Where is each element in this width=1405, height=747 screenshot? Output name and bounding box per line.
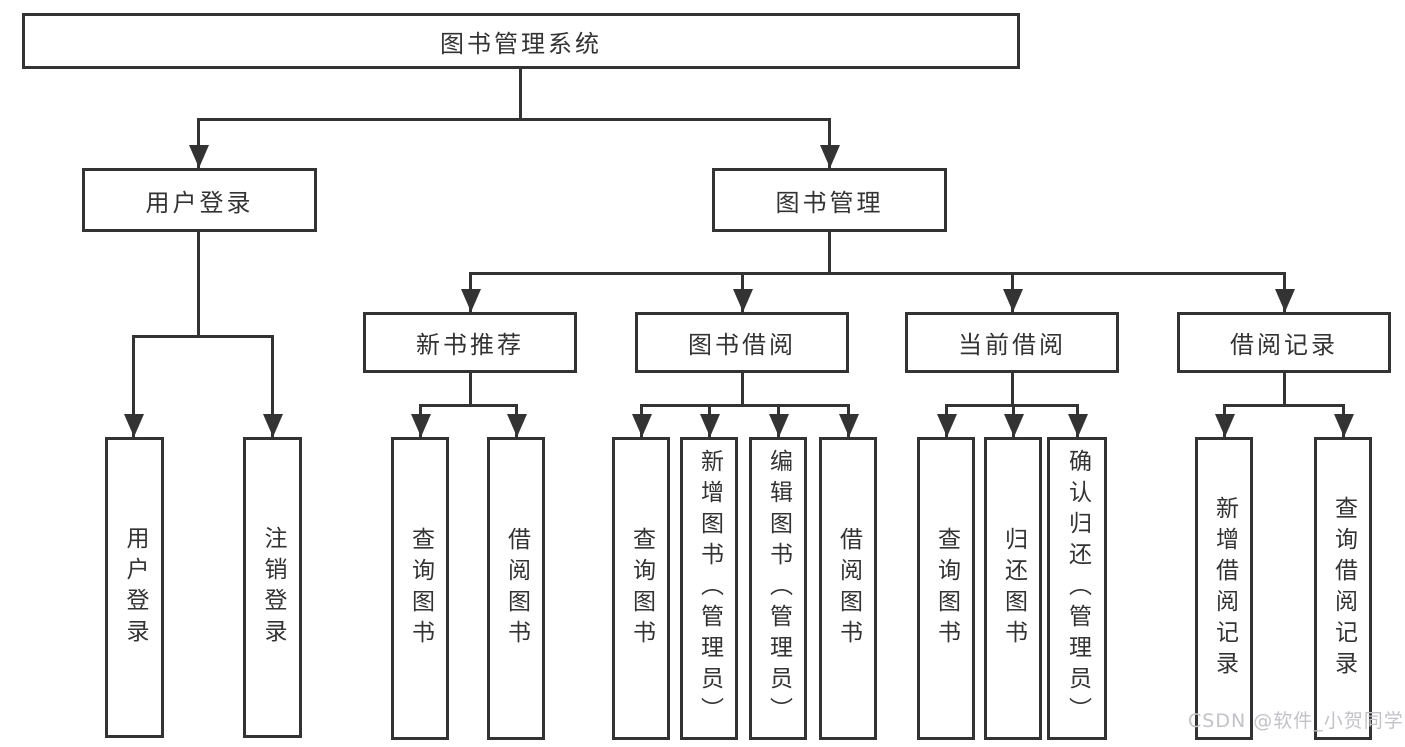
leaf-bb-add-books-admin: 新增图书（管理员）: [680, 437, 738, 740]
node-book-borrow: 图书借阅: [635, 312, 849, 373]
leaf-br-add-record: 新增借阅记录: [1195, 437, 1253, 740]
connector-vline: [469, 373, 472, 404]
node-new-book-recommend: 新书推荐: [363, 312, 577, 373]
connector-arrow: [741, 272, 744, 312]
node-borrow-records-label: 借阅记录: [1230, 331, 1338, 359]
leaf-cb-return-books: 归还图书: [984, 437, 1042, 740]
connector-arrow: [1076, 404, 1079, 437]
leaf-nb-borrow-books-label: 借阅图书: [503, 526, 530, 651]
leaf-br-query-record-label: 查询借阅记录: [1330, 495, 1357, 682]
connector-arrow: [1342, 404, 1345, 437]
connector-arrow: [1283, 272, 1286, 312]
connector-arrow: [469, 272, 472, 312]
leaf-nb-borrow-books: 借阅图书: [487, 437, 545, 740]
leaf-bb-borrow-books: 借阅图书: [819, 437, 877, 740]
connector-hline: [197, 118, 831, 121]
connector-arrow: [1012, 404, 1015, 437]
connector-arrow: [271, 335, 274, 437]
connector-vline: [197, 232, 200, 335]
leaf-bb-edit-books-admin-label: 编辑图书（管理员）: [765, 449, 792, 728]
node-current-borrow: 当前借阅: [905, 312, 1119, 373]
node-root-label: 图书管理系统: [440, 29, 602, 58]
leaf-cb-confirm-return-admin-label: 确认归还（管理员）: [1064, 449, 1091, 728]
node-current-borrow-label: 当前借阅: [958, 331, 1066, 359]
connector-arrow: [945, 404, 948, 437]
leaf-bb-query-books: 查询图书: [612, 437, 670, 740]
leaf-br-add-record-label: 新增借阅记录: [1211, 495, 1238, 682]
leaf-br-query-record: 查询借阅记录: [1314, 437, 1372, 740]
node-root: 图书管理系统: [22, 13, 1020, 69]
node-new-book-recommend-label: 新书推荐: [416, 331, 524, 359]
leaf-logout-label: 注销登录: [260, 525, 286, 650]
connector-arrow: [1223, 404, 1226, 437]
connector-arrow: [197, 118, 200, 168]
leaf-nb-query-books: 查询图书: [391, 437, 449, 740]
leaf-bb-query-books-label: 查询图书: [628, 526, 655, 651]
connector-hline: [640, 404, 849, 407]
connector-vline: [519, 69, 522, 118]
leaf-bb-add-books-admin-label: 新增图书（管理员）: [696, 449, 723, 728]
connector-vline: [1011, 373, 1014, 404]
leaf-cb-query-books: 查询图书: [917, 437, 975, 740]
node-user-login-label: 用户登录: [145, 188, 254, 217]
connector-hline: [469, 272, 1286, 275]
leaf-nb-query-books-label: 查询图书: [407, 526, 434, 651]
connector-arrow: [777, 404, 780, 437]
node-user-login: 用户登录: [82, 168, 317, 232]
connector-arrow: [847, 404, 850, 437]
connector-vline: [741, 373, 744, 404]
leaf-cb-confirm-return-admin: 确认归还（管理员）: [1047, 437, 1107, 740]
connector-arrow: [708, 404, 711, 437]
connector-arrow: [132, 335, 135, 437]
connector-hline: [132, 335, 274, 338]
connector-vline: [1283, 373, 1286, 404]
connector-vline: [828, 232, 831, 272]
node-borrow-records: 借阅记录: [1177, 312, 1391, 373]
connector-arrow: [1011, 272, 1014, 312]
connector-arrow: [515, 404, 518, 437]
leaf-logout: 注销登录: [243, 437, 302, 738]
leaf-bb-edit-books-admin: 编辑图书（管理员）: [749, 437, 807, 740]
node-book-management-label: 图书管理: [775, 188, 884, 217]
node-book-borrow-label: 图书借阅: [688, 331, 796, 359]
connector-hline: [419, 404, 518, 407]
connector-hline: [1223, 404, 1345, 407]
csdn-watermark: CSDN @软件_小贺同学: [1188, 710, 1404, 732]
leaf-user-login: 用户登录: [105, 437, 164, 738]
connector-arrow: [828, 118, 831, 168]
leaf-cb-return-books-label: 归还图书: [1000, 526, 1027, 651]
leaf-bb-borrow-books-label: 借阅图书: [835, 526, 862, 651]
node-book-management: 图书管理: [712, 168, 947, 232]
connector-arrow: [640, 404, 643, 437]
leaf-user-login-label: 用户登录: [122, 525, 148, 650]
connector-arrow: [419, 404, 422, 437]
leaf-cb-query-books-label: 查询图书: [933, 526, 960, 651]
